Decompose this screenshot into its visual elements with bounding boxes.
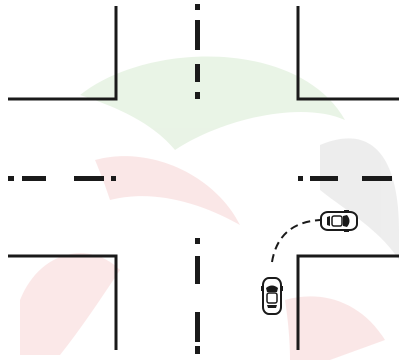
watermark-logo bbox=[20, 56, 399, 360]
watermark-green-leaf bbox=[80, 56, 345, 150]
center-dash-h5 bbox=[298, 176, 303, 181]
center-dash-h4 bbox=[111, 176, 116, 181]
center-dash-v8 bbox=[195, 346, 200, 354]
car-end-icon bbox=[321, 210, 357, 232]
center-dash-h6 bbox=[310, 176, 338, 181]
watermark-red-leaf-right bbox=[285, 296, 385, 360]
center-dash-h7 bbox=[362, 176, 392, 181]
center-dash-v6 bbox=[195, 256, 200, 284]
center-dash-v1 bbox=[195, 4, 200, 10]
center-dash-v7 bbox=[195, 312, 200, 342]
center-dash-h2 bbox=[22, 176, 46, 181]
watermark-red-leaf-bottom bbox=[20, 253, 120, 355]
center-dash-h3 bbox=[74, 176, 104, 181]
center-dash-v5 bbox=[195, 238, 200, 244]
center-dash-v2 bbox=[195, 20, 200, 50]
watermark-red-leaf-top bbox=[95, 156, 240, 225]
watermark-gray-arc bbox=[320, 138, 399, 260]
center-dash-h1 bbox=[8, 176, 14, 181]
car-start-icon bbox=[261, 278, 283, 314]
center-dash-v4 bbox=[195, 92, 200, 99]
center-dash-v3 bbox=[195, 64, 200, 82]
curb-top-right bbox=[298, 6, 399, 99]
